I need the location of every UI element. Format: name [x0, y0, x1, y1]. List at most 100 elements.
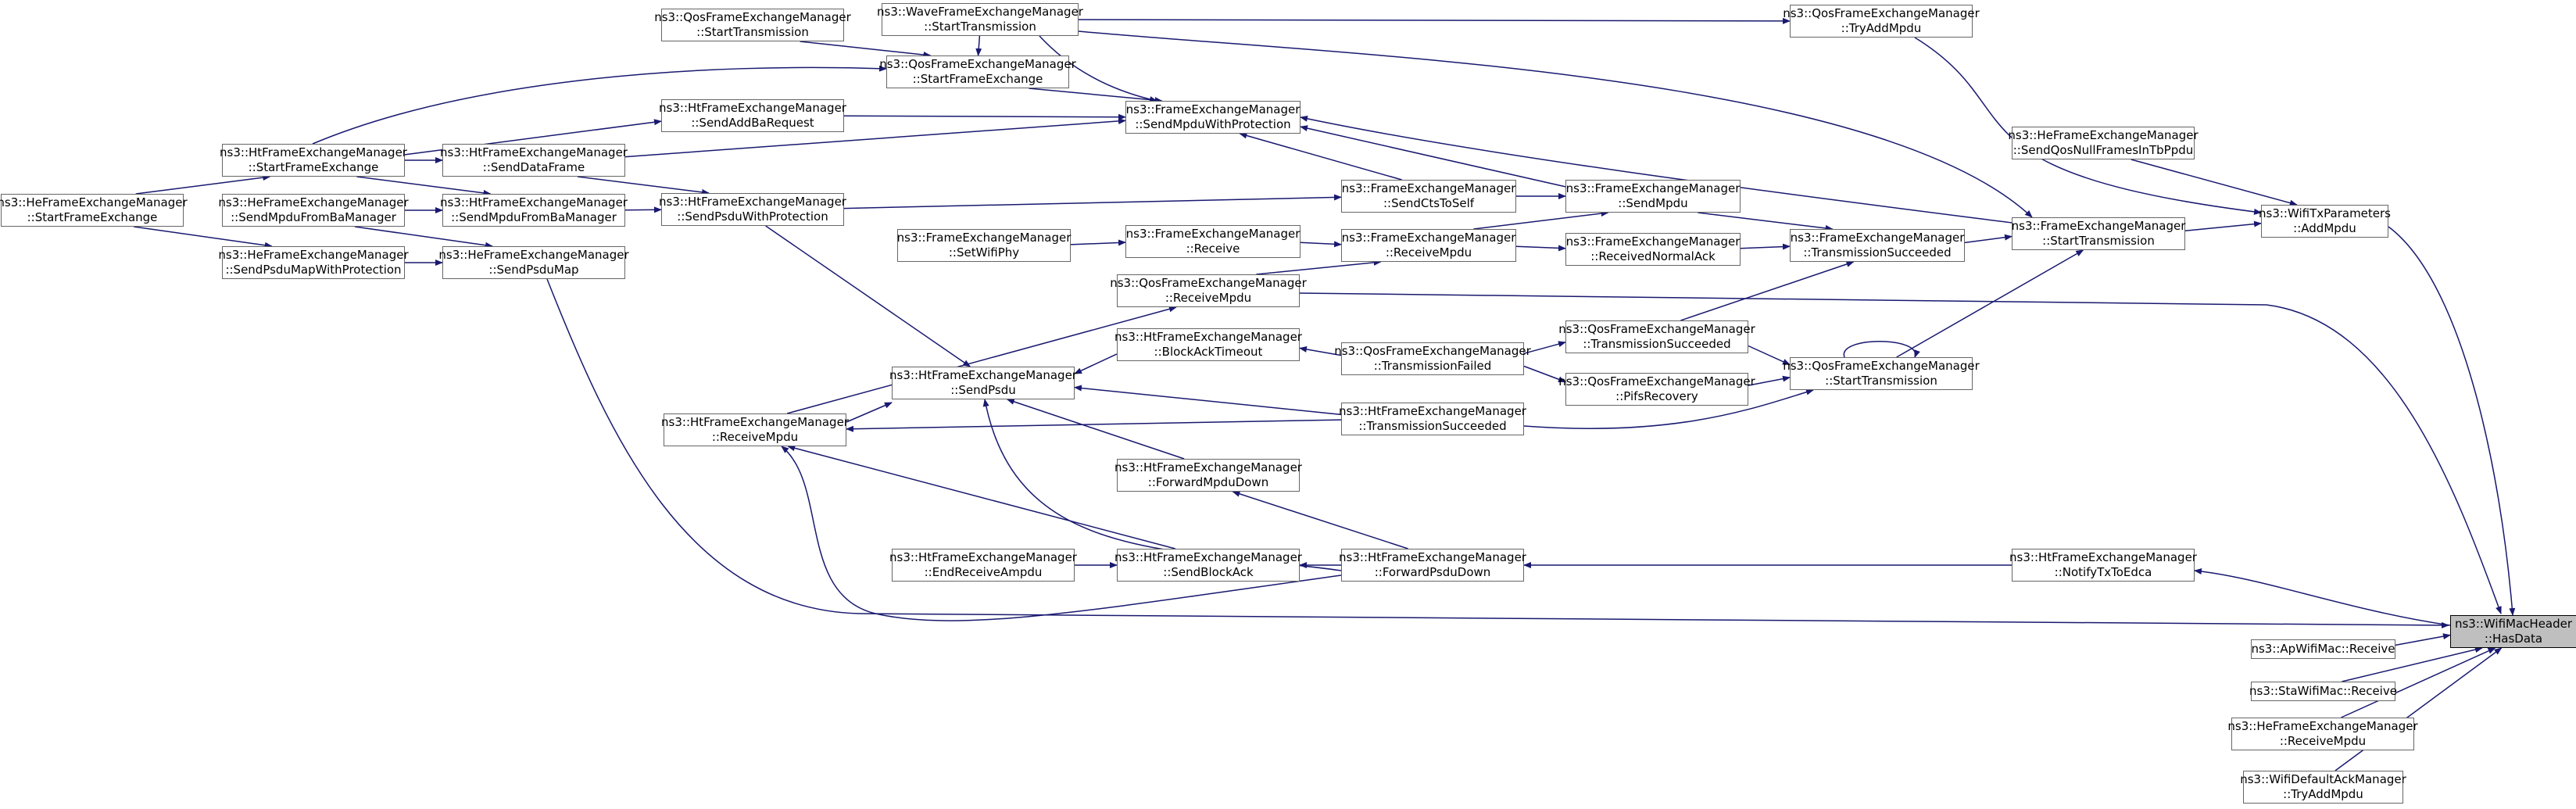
node-label-line2: ::Receive [1186, 242, 1240, 256]
node-label-line1: ns3::HeFrameExchangeManager [218, 195, 409, 209]
node-label-line1: ns3::WifiMacHeader [2454, 617, 2573, 631]
node-label-line1: ns3::WifiDefaultAckManager [2240, 772, 2406, 786]
node-ht-notifytx[interactable]: ns3::HtFrameExchangeManager::NotifyTxToE… [2009, 549, 2197, 582]
edge-ht-startfe-to-qos-startfe [312, 65, 887, 145]
node-label-line1: ns3::HtFrameExchangeManager [440, 195, 628, 209]
node-label-line2: ::SendMpduWithProtection [1135, 117, 1291, 131]
edge-qos-txfailed-to-qos-pifs [1523, 365, 1566, 383]
edge-fem-txsucc-to-fem-starttx [1964, 234, 2012, 244]
node-qos-recvmpdu[interactable]: ns3::QosFrameExchangeManager::ReceiveMpd… [1110, 274, 1307, 307]
node-qos-pifs[interactable]: ns3::QosFrameExchangeManager::PifsRecove… [1558, 373, 1755, 406]
node-label-line1: ns3::FrameExchangeManager [2011, 219, 2186, 233]
node-he-sendpsdumap2[interactable]: ns3::HeFrameExchangeManager::SendPsduMap [438, 246, 629, 279]
node-he-sendpsdumap[interactable]: ns3::HeFrameExchangeManager::SendPsduMap… [218, 246, 409, 279]
node-ht-startfe[interactable]: ns3::HtFrameExchangeManager::StartFrameE… [220, 144, 407, 177]
node-txparams-addmpdu[interactable]: ns3::WifiTxParameters::AddMpdu [2259, 205, 2391, 238]
node-label-line2: ::ReceivedNormalAck [1590, 249, 1716, 263]
node-qos-starttx[interactable]: ns3::QosFrameExchangeManager::StartTrans… [1783, 357, 1980, 390]
node-label-line1: ns3::FrameExchangeManager [1341, 181, 1516, 195]
node-ap-receive[interactable]: ns3::ApWifiMac::Receive [2251, 639, 2395, 659]
node-sta-receive[interactable]: ns3::StaWifiMac::Receive [2249, 682, 2397, 701]
node-fem-sendmpduprot[interactable]: ns3::FrameExchangeManager::SendMpduWithP… [1125, 101, 1301, 134]
node-qos-txfailed[interactable]: ns3::QosFrameExchangeManager::Transmissi… [1334, 342, 1531, 375]
edge-fem-sendcts-to-fem-sendmpduprot [1239, 132, 1402, 181]
node-fem-starttx[interactable]: ns3::FrameExchangeManager::StartTransmis… [2012, 217, 2185, 250]
node-fem-txsucc[interactable]: ns3::FrameExchangeManager::TransmissionS… [1790, 229, 1965, 262]
node-qos-txsucc[interactable]: ns3::QosFrameExchangeManager::Transmissi… [1558, 320, 1755, 353]
edge-ht-txsucc-to-qos-starttx [1523, 388, 1814, 430]
node-label-line1: ns3::HtFrameExchangeManager [2009, 550, 2197, 564]
node-label-line2: ::SendPsduMapWithProtection [225, 263, 402, 277]
node-fem-sendcts[interactable]: ns3::FrameExchangeManager::SendCtsToSelf [1341, 180, 1516, 213]
node-label-line2: ::EndReceiveAmpdu [924, 565, 1043, 579]
node-label-line1: ns3::HtFrameExchangeManager [1339, 550, 1526, 564]
node-label-line2: ::PifsRecovery [1615, 389, 1698, 403]
node-label-line2: ::SendBlockAck [1163, 565, 1254, 579]
edge-hasdata-to-ht-notifytx [2194, 567, 2451, 626]
edge-wave-starttx-to-fem-starttx [1078, 30, 2033, 218]
node-ht-sendpsdu[interactable]: ns3::HtFrameExchangeManager::SendPsdu [889, 367, 1077, 399]
node-label-line1: ns3::HtFrameExchangeManager [440, 145, 628, 159]
node-label-line1: ns3::QosFrameExchangeManager [1783, 359, 1980, 373]
node-defack-tryaddmpdu[interactable]: ns3::WifiDefaultAckManager::TryAddMpdu [2240, 771, 2406, 804]
edge-ht-recvmpdu-to-ht-sendpsdu [846, 402, 893, 423]
node-ht-endrecvampdu[interactable]: ns3::HtFrameExchangeManager::EndReceiveA… [889, 549, 1077, 582]
node-qos-startfe[interactable]: ns3::QosFrameExchangeManager::StartFrame… [879, 55, 1076, 88]
edge-ht-sendaddba-to-fem-sendmpduprot [843, 113, 1126, 120]
edge-qos-recvmpdu-to-hasdata [1299, 292, 2502, 614]
node-label-line1: ns3::HeFrameExchangeManager [2227, 719, 2418, 733]
edge-he-sendqosnull-to-txparams-addmpdu [2131, 159, 2298, 206]
node-wave-starttx[interactable]: ns3::WaveFrameExchangeManager::StartTran… [877, 3, 1083, 36]
node-label-line2: ::SendCtsToSelf [1383, 196, 1475, 210]
edge-ht-sendpsduprot-to-fem-sendcts [843, 194, 1342, 209]
node-ht-txsucc[interactable]: ns3::HtFrameExchangeManager::Transmissio… [1339, 403, 1526, 435]
edge-fem-starttx-to-fem-sendmpduprot [1300, 115, 2012, 224]
node-label-line1: ns3::HtFrameExchangeManager [1114, 460, 1302, 474]
node-label-line1: ns3::HeFrameExchangeManager [2008, 128, 2199, 142]
node-ht-senddata[interactable]: ns3::HtFrameExchangeManager::SendDataFra… [440, 144, 628, 177]
node-qos-starttx2[interactable]: ns3::QosFrameExchangeManager::StartTrans… [654, 9, 851, 41]
node-label-line1: ns3::ApWifiMac::Receive [2251, 642, 2395, 656]
node-fem-recvnormalack[interactable]: ns3::FrameExchangeManager::ReceivedNorma… [1565, 233, 1741, 266]
edge-wave-starttx-to-qos-tryaddmpdu [1078, 17, 1791, 24]
edge-qos-txfailed-to-ht-blockacktimeout [1299, 345, 1342, 356]
node-fem-receive[interactable]: ns3::FrameExchangeManager::Receive [1125, 225, 1301, 258]
edge-he-startfe-to-ht-startfe [135, 174, 271, 195]
node-he-startfe[interactable]: ns3::HeFrameExchangeManager::StartFrameE… [0, 194, 188, 227]
node-ht-blockacktimeout[interactable]: ns3::HtFrameExchangeManager::BlockAckTim… [1114, 328, 1302, 361]
node-ht-fwdmpdudown[interactable]: ns3::HtFrameExchangeManager::ForwardMpdu… [1114, 459, 1302, 492]
node-label-line2: ::NotifyTxToEdca [2054, 565, 2152, 579]
node-he-recvmpdu[interactable]: ns3::HeFrameExchangeManager::ReceiveMpdu [2227, 718, 2418, 750]
edge-txparams-addmpdu-to-hasdata [2388, 226, 2516, 616]
edge-qos-recvmpdu-to-fem-recvmpdu [1256, 259, 1382, 275]
node-ht-sendmpdufromba[interactable]: ns3::HtFrameExchangeManager::SendMpduFro… [440, 194, 628, 227]
node-label-line2: ::SendQosNullFramesInTbPpdu [2012, 143, 2194, 157]
node-fem-setwifiphy[interactable]: ns3::FrameExchangeManager::SetWifiPhy [897, 229, 1071, 262]
node-label-line1: ns3::HeFrameExchangeManager [438, 248, 629, 262]
node-label-line1: ns3::FrameExchangeManager [1125, 227, 1301, 241]
node-ht-sendpsduprot[interactable]: ns3::HtFrameExchangeManager::SendPsduWit… [659, 193, 846, 226]
node-ht-recvmpdu[interactable]: ns3::HtFrameExchangeManager::ReceiveMpdu [661, 413, 849, 446]
edge-ht-sendblockack-to-ht-recvmpdu [787, 445, 1175, 549]
node-ht-fwdpsdudown[interactable]: ns3::HtFrameExchangeManager::ForwardPsdu… [1339, 549, 1526, 582]
node-he-sendqosnull[interactable]: ns3::HeFrameExchangeManager::SendQosNull… [2008, 127, 2199, 159]
node-label-line2: ::SendPsduWithProtection [677, 209, 828, 224]
node-fem-sendmpdu[interactable]: ns3::FrameExchangeManager::SendMpdu [1565, 180, 1741, 213]
node-label-line1: ns3::HtFrameExchangeManager [659, 195, 846, 209]
node-label-line2: ::ForwardPsduDown [1374, 565, 1491, 579]
node-he-sendmpdufromba[interactable]: ns3::HeFrameExchangeManager::SendMpduFro… [218, 194, 409, 227]
node-label-line2: ::TransmissionSucceeded [1583, 337, 1731, 351]
node-ht-sendaddba[interactable]: ns3::HtFrameExchangeManager::SendAddBaRe… [659, 99, 846, 132]
edge-he-recvmpdu-to-hasdata [2341, 647, 2496, 718]
edge-qos-txsucc-to-fem-txsucc [1680, 261, 1855, 321]
node-label-line1: ns3::QosFrameExchangeManager [1110, 276, 1307, 290]
node-ht-sendblockack[interactable]: ns3::HtFrameExchangeManager::SendBlockAc… [1114, 549, 1302, 582]
node-qos-tryaddmpdu[interactable]: ns3::QosFrameExchangeManager::TryAddMpdu [1783, 5, 1980, 38]
edge-ht-senddata-to-ht-sendpsduprot [577, 176, 710, 195]
node-label-line1: ns3::FrameExchangeManager [896, 231, 1072, 245]
node-fem-recvmpdu[interactable]: ns3::FrameExchangeManager::ReceiveMpdu [1341, 229, 1516, 262]
node-label-line2: ::SendMpduFromBaManager [231, 210, 396, 224]
edge-ht-recvmpdu-to-qos-recvmpdu [786, 306, 1177, 414]
node-label-line2: ::SendPsduMap [488, 263, 579, 277]
node-label-line2: ::SetWifiPhy [948, 245, 1020, 260]
